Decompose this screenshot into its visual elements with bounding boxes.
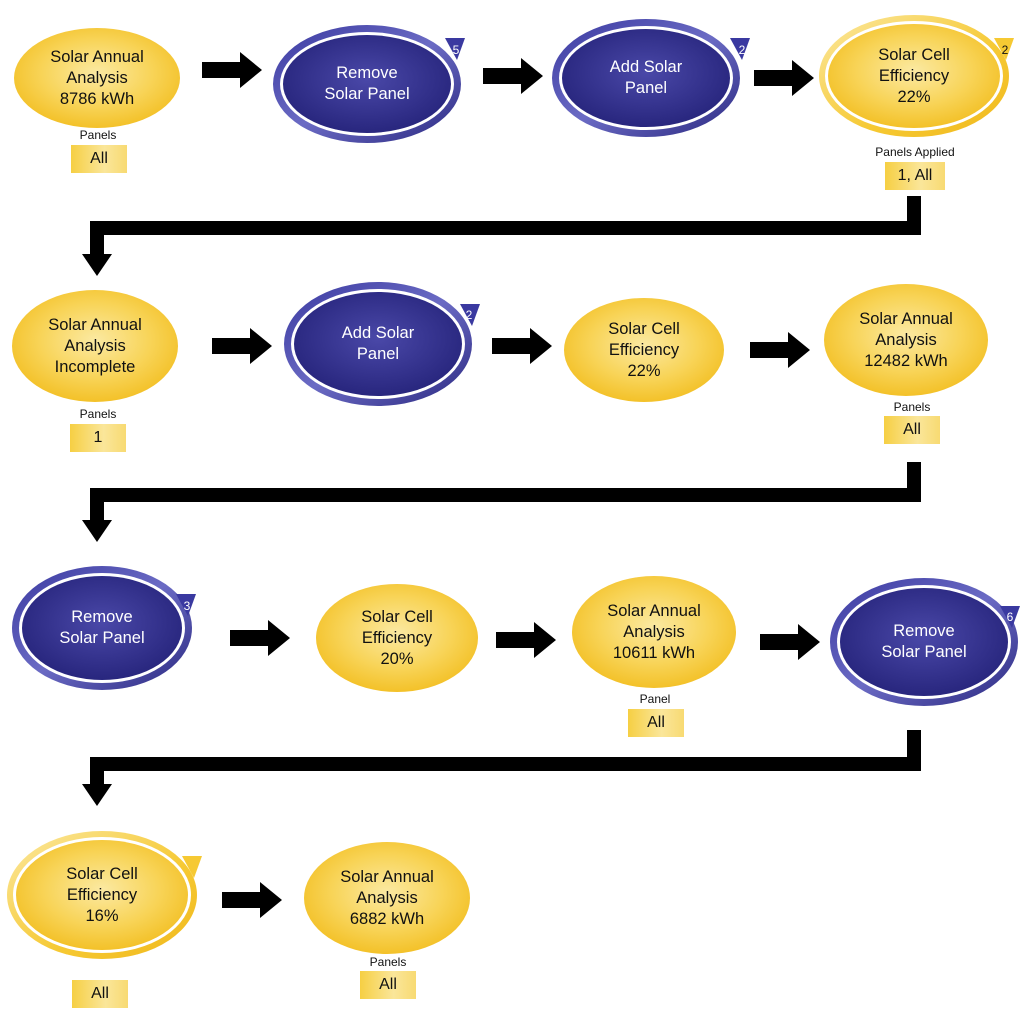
arrow-r1-3 — [754, 60, 814, 96]
tag-panels-4: All — [72, 980, 128, 1008]
tag-panels-applied: 1, All — [885, 162, 945, 190]
badge-count-2a: 2 — [738, 43, 746, 57]
arrow-r4-1 — [222, 882, 282, 918]
caption-panels-3: Panels — [893, 400, 931, 414]
ellipse-remove-1 — [283, 35, 451, 133]
arrow-r2-3 — [750, 332, 810, 368]
loop-arrow-3 — [994, 38, 1014, 60]
badge-count-3: 3 — [183, 599, 191, 613]
ellipse-remove-3 — [840, 588, 1008, 696]
ellipse-eff-3 — [316, 584, 478, 692]
arrow-r1-2 — [483, 58, 543, 94]
ellipse-eff-1 — [828, 24, 1000, 128]
tag-panels-1: All — [71, 145, 127, 173]
caption-panels-2: Panels — [79, 407, 117, 421]
tag-panels-2: 1 — [70, 424, 126, 452]
caption-panel: Panel — [639, 692, 671, 706]
caption-panels-5: Panels — [369, 955, 407, 969]
badge-count-2c: 2 — [465, 308, 473, 322]
connector-row3-row4 — [82, 730, 921, 806]
loop-arrow-1 — [445, 38, 465, 60]
arrow-r1-1 — [202, 52, 262, 88]
tag-panels-3: All — [884, 416, 940, 444]
loop-arrow-6 — [1000, 606, 1020, 628]
ellipse-annual-4 — [572, 576, 736, 688]
ellipse-add-1 — [562, 29, 730, 127]
ellipse-annual-2 — [12, 290, 178, 402]
connector-row2-row3 — [82, 462, 921, 542]
badge-count-2b: 2 — [1001, 43, 1009, 57]
caption-panels-applied: Panels Applied — [875, 145, 955, 159]
loop-arrow-4 — [460, 304, 480, 326]
tag-panels-5: All — [360, 971, 416, 999]
loop-arrow-2 — [730, 38, 750, 60]
ellipse-annual-3 — [824, 284, 988, 396]
ellipse-remove-2 — [22, 576, 182, 680]
arrow-r3-1 — [230, 620, 290, 656]
loop-arrow-7 — [182, 856, 202, 878]
arrow-r3-2 — [496, 622, 556, 658]
ellipse-eff-4 — [16, 840, 188, 950]
connector-row1-row2 — [82, 196, 921, 276]
ellipse-annual-1 — [14, 28, 180, 128]
arrow-r2-1 — [212, 328, 272, 364]
badge-count-5: 5 — [452, 43, 460, 57]
badge-count-6: 6 — [1006, 610, 1014, 624]
tag-panel: All — [628, 709, 684, 737]
arrow-r2-2 — [492, 328, 552, 364]
ellipse-add-2 — [294, 292, 462, 396]
ellipse-eff-2 — [564, 298, 724, 402]
caption-panels-1: Panels — [79, 128, 117, 142]
loop-arrow-5 — [176, 594, 196, 616]
ellipse-annual-5 — [304, 842, 470, 954]
arrow-r3-3 — [760, 624, 820, 660]
